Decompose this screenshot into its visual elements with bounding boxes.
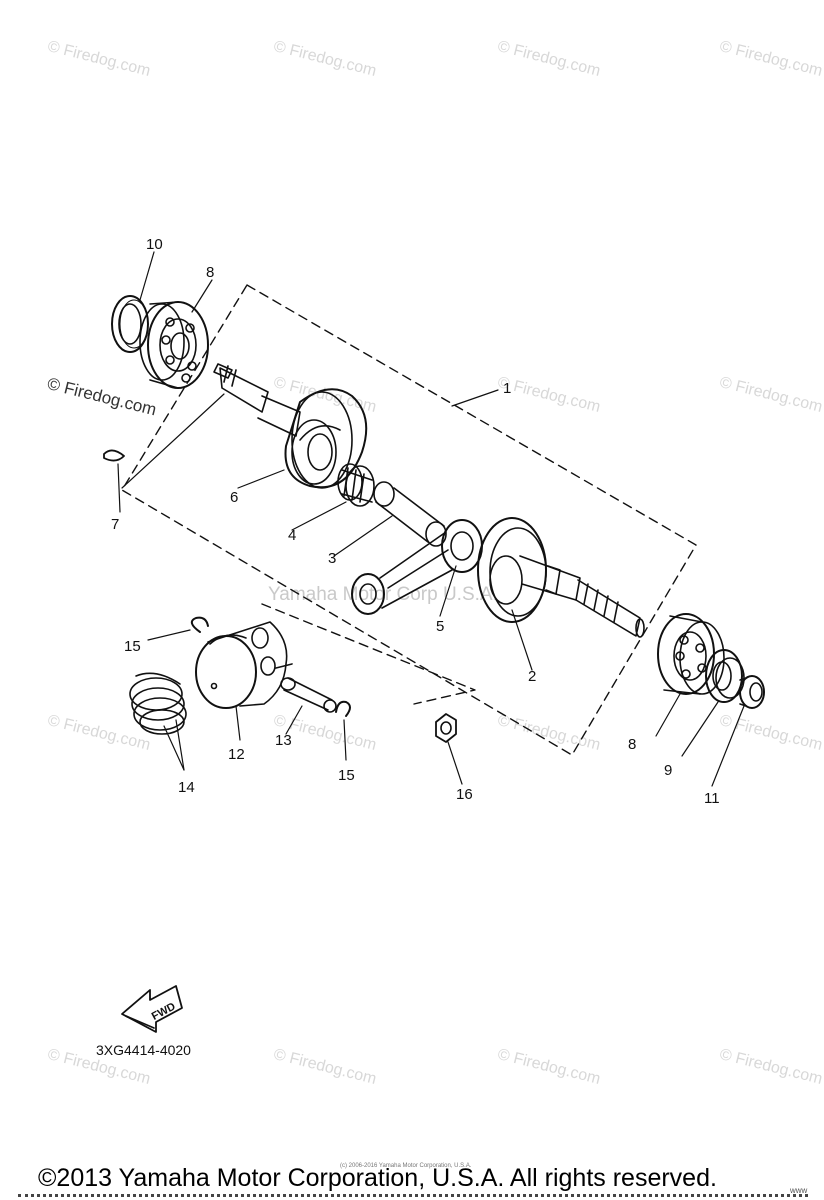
crank-pin: [373, 481, 447, 547]
callout-8-left: 8: [206, 264, 215, 281]
copyright-notice: ©2013 Yamaha Motor Corporation, U.S.A. A…: [38, 1164, 717, 1192]
bearing-left: [139, 301, 209, 389]
callout-12: 12: [228, 746, 245, 763]
callout-11: 11: [704, 790, 720, 807]
callout-1: 1: [503, 380, 512, 397]
bearing-right: [657, 613, 725, 695]
piston-rings: [129, 672, 187, 735]
fwd-label: FWD: [150, 1000, 178, 1022]
bottom-dotted-rule: [18, 1194, 808, 1197]
callout-4: 4: [288, 527, 297, 544]
assembly-outline-inner: [261, 603, 476, 705]
collar: [739, 675, 765, 709]
fwd-arrow-icon: [121, 985, 183, 1033]
oil-seal-right: [705, 649, 745, 703]
circlip-lower: [335, 700, 351, 717]
callout-15-lower: 15: [338, 767, 355, 784]
diagram-code: 3XG4414-4020: [96, 1042, 191, 1058]
circlip-upper: [190, 616, 209, 633]
callout-14: 14: [178, 779, 195, 796]
callout-2: 2: [528, 668, 537, 685]
callout-15-upper: 15: [124, 638, 141, 655]
oil-seal-left: [111, 295, 149, 353]
callout-9: 9: [664, 762, 673, 779]
center-watermark: Yamaha Motor Corp U.S.A.: [268, 584, 498, 605]
crankshaft-left-half: [213, 363, 368, 489]
assembly-outline: [121, 284, 697, 756]
leader-lines: [117, 251, 745, 787]
callout-3: 3: [328, 550, 337, 567]
callout-16: 16: [456, 786, 473, 803]
callout-8-right: 8: [628, 736, 637, 753]
piston-pin: [280, 677, 337, 713]
callout-6: 6: [230, 489, 239, 506]
needle-bearing: [337, 463, 375, 507]
callout-10: 10: [146, 236, 163, 253]
crankshaft-right-half: [477, 517, 645, 638]
callout-13: 13: [275, 732, 292, 749]
fine-print: (c) 2006-2016 Yamaha Motor Corporation, …: [340, 1163, 472, 1169]
nut: [435, 713, 457, 743]
callout-7: 7: [111, 516, 120, 533]
piston: [195, 621, 293, 709]
ruler-tail-text: www: [790, 1186, 808, 1195]
callout-5: 5: [436, 618, 445, 635]
woodruff-key: [103, 449, 125, 462]
